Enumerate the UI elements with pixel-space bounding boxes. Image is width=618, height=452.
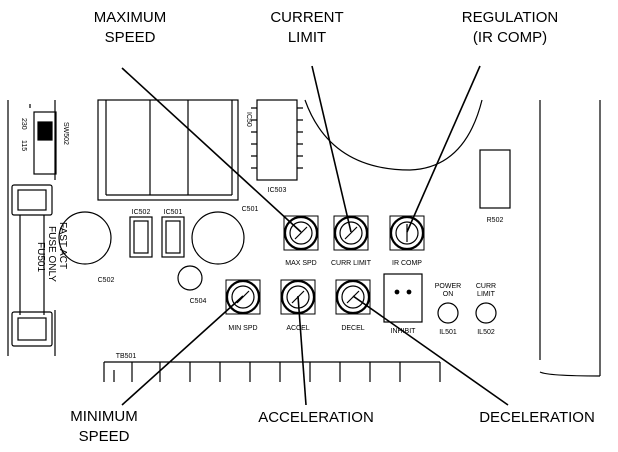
callout-regulation-line1: REGULATION (461, 9, 559, 26)
callout-minimum-speed-line2: SPEED (78, 428, 130, 445)
sw502-body (33, 111, 57, 175)
label-fu501: FU501 (35, 242, 46, 272)
label-max-spd: MAX SPD (285, 260, 317, 267)
callout-acceleration-text: ACCELERATION (258, 409, 374, 426)
label-c504: C504 (190, 298, 207, 305)
il501-led (437, 302, 459, 324)
tb501-dividers (103, 362, 441, 382)
c501-capacitor (191, 211, 245, 265)
pot-accel (280, 279, 316, 315)
label-tb501: TB501 (116, 353, 137, 360)
leader-max-speed (121, 67, 302, 233)
board-edge-right (539, 100, 601, 377)
inhibit-connector (383, 273, 423, 323)
label-fuse-only: FUSE ONLY (46, 226, 57, 282)
callout-minimum-speed: MINIMUM SPEED (44, 407, 164, 447)
label-sw502: SW502 (62, 122, 69, 145)
pot-max-spd (283, 215, 319, 251)
label-ic501: IC501 (164, 209, 183, 216)
callout-maximum-speed-line1: MAXIMUM (93, 9, 167, 26)
label-power: POWER (435, 283, 461, 290)
callout-maximum-speed-line2: SPEED (104, 29, 156, 46)
leader-minimum-speed (121, 295, 244, 406)
label-decel: DECEL (341, 325, 364, 332)
label-ic502: IC502 (132, 209, 151, 216)
callout-deceleration-text: DECELERATION (479, 409, 595, 426)
label-accel: ACCEL (286, 325, 309, 332)
large-arc (304, 99, 483, 171)
ic503-pins (251, 107, 303, 169)
callout-maximum-speed: MAXIMUM SPEED (60, 8, 200, 48)
callout-minimum-speed-line1: MINIMUM (70, 408, 138, 425)
pot-min-spd (225, 279, 261, 315)
label-ic50-rotated: IC50 (245, 112, 252, 127)
label-r502: R502 (487, 217, 504, 224)
ic502-body (129, 216, 153, 258)
label-switch-115: 115 (20, 140, 27, 151)
fuse-cap-bottom-inner (17, 317, 47, 341)
label-il501: IL501 (439, 329, 457, 336)
pot-ir-comp (389, 215, 425, 251)
label-curr: CURR (476, 283, 496, 290)
ic501-body (161, 216, 185, 258)
heatsink-block (97, 99, 239, 201)
pot-decel (335, 279, 371, 315)
c502-capacitor (58, 211, 112, 265)
fuse-cap-top (11, 184, 53, 216)
sw502-slider (37, 121, 53, 141)
inhibit-pin-2 (406, 289, 412, 295)
ic501-inner (165, 220, 181, 254)
callout-acceleration: ACCELERATION (236, 408, 396, 428)
leader-acceleration (297, 295, 307, 406)
leader-lines (121, 65, 509, 406)
label-switch-230: 230 (20, 118, 27, 130)
label-ic503: IC503 (268, 187, 287, 194)
pot-curr-limit (333, 215, 369, 251)
label-c501: C501 (242, 206, 259, 213)
callout-current-limit: CURRENT LIMIT (252, 8, 362, 48)
fuse-cap-top-inner (17, 189, 47, 211)
callout-deceleration: DECELERATION (462, 408, 612, 428)
label-limit: LIMIT (477, 291, 496, 298)
callout-regulation-line2: (IR COMP) (472, 29, 548, 46)
leader-regulation (406, 65, 481, 233)
ic502-inner (133, 220, 149, 254)
callout-current-limit-line1: CURRENT (270, 9, 344, 26)
label-c502: C502 (98, 277, 115, 284)
callout-regulation: REGULATION (IR COMP) (440, 8, 580, 48)
fuse-cap-bottom (11, 311, 53, 347)
leader-current-limit (311, 65, 352, 233)
heatsink-fins (105, 100, 233, 195)
label-curr-limit: CURR LIMIT (331, 260, 372, 267)
label-min-spd: MIN SPD (228, 325, 257, 332)
fuse-body (19, 215, 45, 315)
callout-current-limit-line2: LIMIT (287, 29, 327, 46)
label-on: ON (443, 291, 454, 298)
r502-resistor (479, 149, 511, 209)
label-fuse-fast-act: FAST ACT (57, 222, 68, 269)
inhibit-pin-1 (394, 289, 400, 295)
il502-led (475, 302, 497, 324)
label-il502: IL502 (477, 329, 495, 336)
label-ir-comp: IR COMP (392, 260, 422, 267)
c504-capacitor (177, 265, 203, 291)
leader-deceleration (352, 295, 509, 406)
label-inhibit: INHIBIT (391, 328, 417, 335)
ic503-body (256, 99, 298, 181)
